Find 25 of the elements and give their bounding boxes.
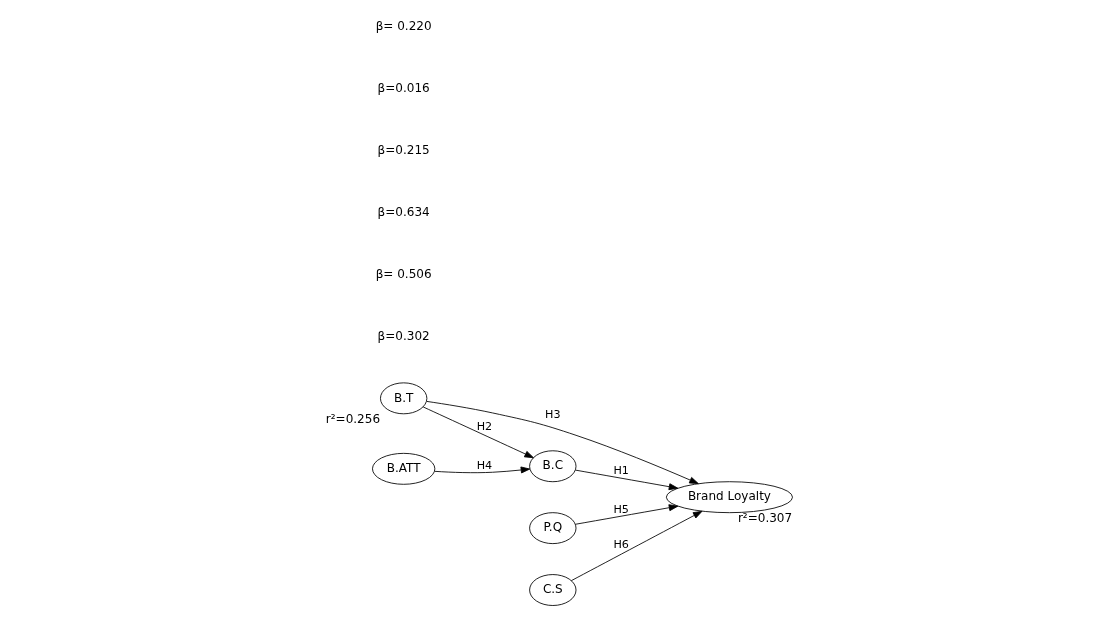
edge-label: H2 [476,419,493,433]
arrow [422,406,534,459]
node-label: r²=0.307 [737,511,793,526]
arrow [434,466,531,474]
label: β=0.634 [377,204,430,219]
label: β=0.215 [377,142,430,157]
node-ellipse: B.T [380,382,428,415]
label: β=0.302 [377,328,430,343]
label: β= 0.506 [375,266,432,281]
node-ellipse: B.ATT [372,452,436,485]
edge-label: H3 [545,408,561,422]
label: β= 0.220 [375,19,432,34]
edge-label: H4 [476,459,493,473]
edge-label: H5 [613,503,629,517]
node-ellipse: B.C [529,450,577,483]
node-ellipse: C.S [529,574,577,606]
edge-label: H6 [613,538,629,552]
arrow [575,504,679,525]
arrow [575,469,679,491]
node-label: r²=0.256 [325,412,381,427]
edge-label: H1 [613,464,629,478]
arrow [571,510,703,582]
arrow [426,400,699,485]
node-ellipse: P.Q [529,512,577,545]
label: β=0.016 [377,81,430,96]
